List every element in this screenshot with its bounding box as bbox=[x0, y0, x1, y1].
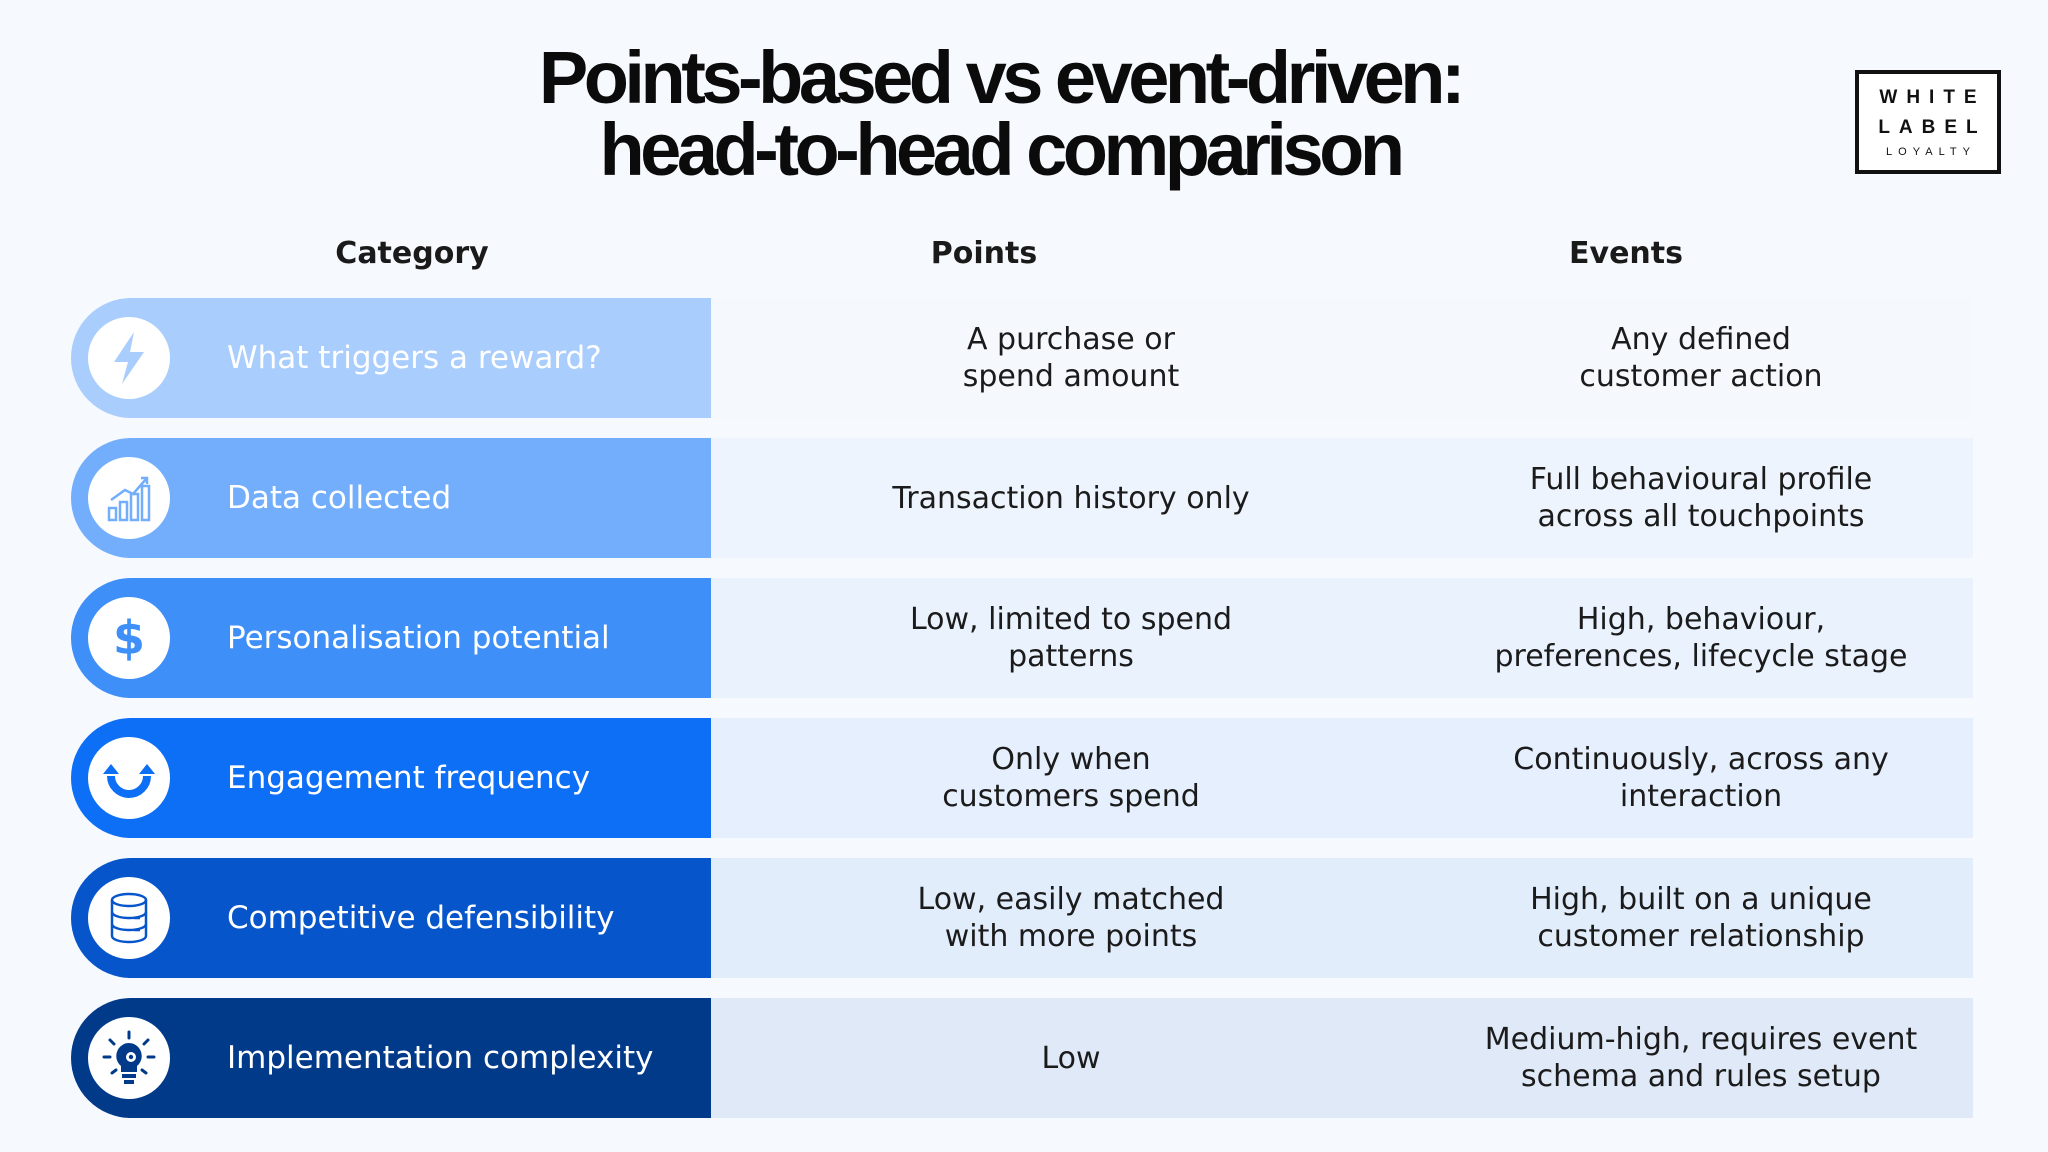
category-cell: $ Personalisation potential bbox=[71, 578, 711, 698]
events-cell: Full behavioural profile across all touc… bbox=[1529, 462, 1873, 534]
page-title-line-1: Points-based vs event-driven: bbox=[538, 36, 1466, 119]
category-cell: Implementation complexity bbox=[71, 998, 711, 1118]
category-label: What triggers a reward? bbox=[227, 340, 602, 376]
svg-text:$: $ bbox=[113, 611, 145, 665]
database-icon bbox=[88, 877, 170, 959]
logo-line-2: LABEL bbox=[1878, 117, 1987, 138]
table-row: Data collected Transaction history only … bbox=[71, 438, 1973, 558]
points-cell: Low, easily matched with more points bbox=[917, 882, 1225, 954]
dollar-icon: $ bbox=[88, 597, 170, 679]
row-band bbox=[711, 998, 1973, 1118]
events-cell: Any defined customer action bbox=[1579, 322, 1823, 394]
table-row: Engagement frequency Only when customers… bbox=[71, 718, 1973, 838]
events-cell: Continuously, across any interaction bbox=[1513, 742, 1889, 814]
points-cell: Low bbox=[1041, 1040, 1101, 1076]
logo-line-1: WHITE bbox=[1879, 87, 1986, 108]
bar-chart-icon bbox=[88, 457, 170, 539]
points-cell: A purchase or spend amount bbox=[962, 322, 1180, 394]
column-header-category: Category bbox=[335, 236, 489, 271]
table-row: Competitive defensibility Low, easily ma… bbox=[71, 858, 1973, 978]
category-label: Implementation complexity bbox=[227, 1040, 654, 1076]
events-cell: High, behaviour, preferences, lifecycle … bbox=[1494, 602, 1908, 674]
white-label-loyalty-logo: WHITE LABEL LOYALTY bbox=[1855, 70, 2001, 174]
category-label: Engagement frequency bbox=[227, 760, 591, 796]
category-cell: What triggers a reward? bbox=[71, 298, 711, 418]
column-header-events: Events bbox=[1569, 236, 1683, 271]
logo-line-3: LOYALTY bbox=[1886, 146, 1976, 158]
category-cell: Engagement frequency bbox=[71, 718, 711, 838]
points-cell: Low, limited to spend patterns bbox=[909, 602, 1233, 674]
table-row: Implementation complexity Low Medium-hig… bbox=[71, 998, 1973, 1118]
table-row: $ Personalisation potential Low, limited… bbox=[71, 578, 1973, 698]
page-title: Points-based vs event-driven: head-to-he… bbox=[0, 36, 2000, 191]
page-title-line-2: head-to-head comparison bbox=[599, 108, 1405, 191]
row-band bbox=[711, 578, 1973, 698]
events-cell: Medium-high, requires event schema and r… bbox=[1484, 1022, 1918, 1094]
lightbulb-gear-icon bbox=[88, 1017, 170, 1099]
events-cell: High, built on a unique customer relatio… bbox=[1530, 882, 1872, 954]
row-band bbox=[711, 858, 1973, 978]
row-band bbox=[711, 298, 1973, 418]
column-header-points: Points bbox=[930, 236, 1038, 271]
refresh-arrow-icon bbox=[88, 737, 170, 819]
points-cell: Transaction history only bbox=[892, 480, 1250, 516]
category-cell: Competitive defensibility bbox=[71, 858, 711, 978]
category-label: Personalisation potential bbox=[227, 620, 610, 656]
row-band bbox=[711, 438, 1973, 558]
row-band bbox=[711, 718, 1973, 838]
category-cell: Data collected bbox=[71, 438, 711, 558]
category-label: Competitive defensibility bbox=[227, 900, 615, 936]
category-label: Data collected bbox=[227, 480, 452, 516]
points-cell: Only when customers spend bbox=[942, 742, 1200, 814]
lightning-icon bbox=[88, 317, 170, 399]
table-row: What triggers a reward? A purchase or sp… bbox=[71, 298, 1973, 418]
